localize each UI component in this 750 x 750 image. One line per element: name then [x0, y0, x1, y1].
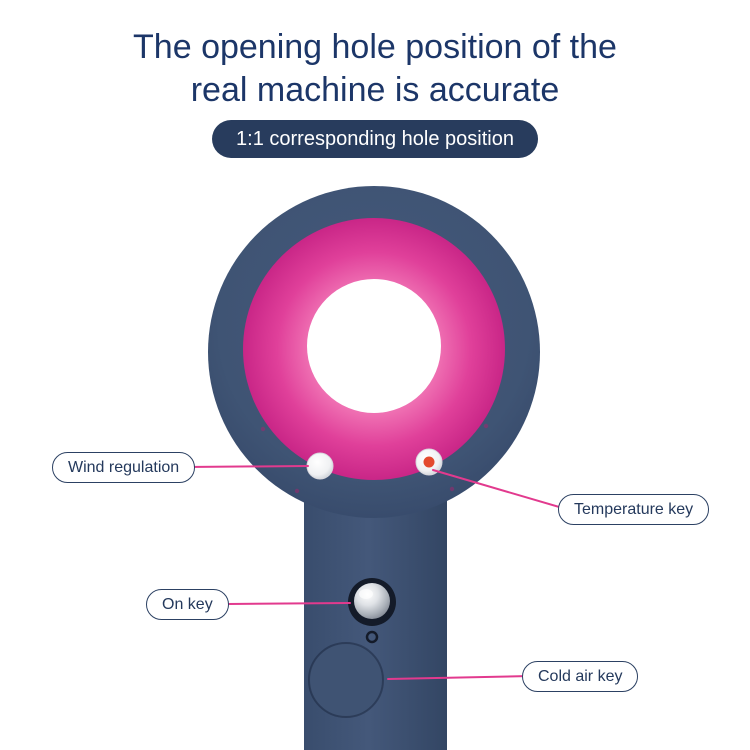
power-button	[348, 578, 396, 644]
temperature-key-line	[432, 469, 567, 510]
on-key-line	[227, 602, 351, 605]
leader-lines	[185, 465, 567, 680]
wind-regulation-line	[185, 465, 309, 468]
temperature-key-button	[415, 448, 443, 476]
callout-cold-air-key: Cold air key	[522, 661, 639, 692]
cold-air-key-button	[308, 642, 384, 718]
ring-detail-dots	[260, 423, 489, 494]
title-line-1: The opening hole position of the	[133, 28, 617, 66]
page-title: The opening hole position of the real ma…	[0, 26, 750, 112]
callout-wind-regulation: Wind regulation	[52, 452, 196, 483]
power-button-highlight	[359, 589, 373, 599]
callout-temperature-key: Temperature key	[558, 494, 710, 525]
power-indicator-ring	[365, 630, 379, 644]
wind-regulation-button	[306, 452, 334, 480]
center-hole	[307, 279, 441, 413]
title-line-2: real machine is accurate	[190, 71, 560, 109]
hole-position-badge: 1:1 corresponding hole position	[212, 120, 538, 158]
callout-on-key: On key	[146, 589, 229, 620]
cold-air-key-line	[387, 675, 531, 680]
temperature-indicator-dot	[423, 456, 435, 468]
hair-dryer	[208, 186, 540, 750]
